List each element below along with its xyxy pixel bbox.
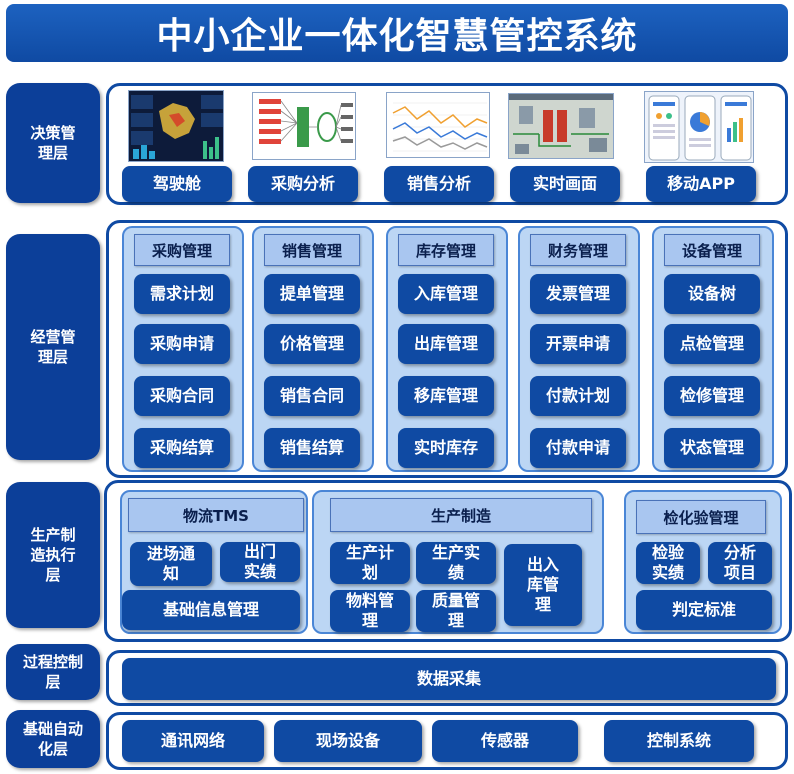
realtime-screen-button[interactable]: 实时画面 [510, 166, 620, 202]
layer-label-automation: 基础自动 化层 [6, 710, 100, 768]
operation-item-button[interactable]: 采购合同 [134, 376, 230, 416]
mobile-app-thumbnail [644, 91, 754, 163]
entry-notice-button[interactable]: 进场通 知 [130, 542, 212, 586]
operation-column-title: 库存管理 [398, 234, 494, 266]
operation-item-button[interactable]: 价格管理 [264, 324, 360, 364]
operation-item-button[interactable]: 设备树 [664, 274, 760, 314]
operation-column-title: 设备管理 [664, 234, 760, 266]
operation-column-title: 财务管理 [530, 234, 626, 266]
operation-item-button[interactable]: 出库管理 [398, 324, 494, 364]
cockpit-dashboard-icon [131, 95, 223, 159]
layer-label-operation: 经营管 理层 [6, 234, 100, 460]
realtime-screen-thumbnail [508, 93, 614, 159]
operation-column-title: 销售管理 [264, 234, 360, 266]
inspection-title: 检化验管理 [636, 500, 766, 534]
judgement-standard-button[interactable]: 判定标准 [636, 590, 772, 630]
field-device-button[interactable]: 现场设备 [274, 720, 422, 762]
material-management-button[interactable]: 物料管 理 [330, 590, 410, 632]
inout-warehouse-button[interactable]: 出入 库管 理 [504, 544, 582, 626]
layer-label-process: 过程控制 层 [6, 644, 100, 700]
operation-item-button[interactable]: 状态管理 [664, 428, 760, 468]
line-chart-icon [392, 102, 488, 152]
operation-item-button[interactable]: 发票管理 [530, 274, 626, 314]
mobile-phone-icon [648, 95, 752, 161]
purchase-analysis-button[interactable]: 采购分析 [248, 166, 358, 202]
sales-analysis-thumbnail [386, 92, 490, 158]
operation-item-button[interactable]: 付款申请 [530, 428, 626, 468]
sensor-button[interactable]: 传感器 [432, 720, 578, 762]
quality-management-button[interactable]: 质量管 理 [416, 590, 496, 632]
operation-item-button[interactable]: 点检管理 [664, 324, 760, 364]
data-collection-button[interactable]: 数据采集 [122, 658, 776, 700]
sales-analysis-button[interactable]: 销售分析 [384, 166, 494, 202]
operation-item-button[interactable]: 销售结算 [264, 428, 360, 468]
production-plan-button[interactable]: 生产计 划 [330, 542, 410, 584]
operation-column-title: 采购管理 [134, 234, 230, 266]
exit-actual-button[interactable]: 出门 实绩 [220, 542, 300, 582]
operation-item-button[interactable]: 采购结算 [134, 428, 230, 468]
operation-item-button[interactable]: 采购申请 [134, 324, 230, 364]
layer-label-decision: 决策管 理层 [6, 83, 100, 203]
cockpit-thumbnail [128, 90, 224, 162]
operation-item-button[interactable]: 需求计划 [134, 274, 230, 314]
communication-network-button[interactable]: 通讯网络 [122, 720, 264, 762]
operation-item-button[interactable]: 实时库存 [398, 428, 494, 468]
flowchart-icon [259, 99, 353, 147]
operation-item-button[interactable]: 移库管理 [398, 376, 494, 416]
cockpit-button[interactable]: 驾驶舱 [122, 166, 232, 202]
page-title: 中小企业一体化智慧管控系统 [6, 4, 788, 62]
mobile-app-button[interactable]: 移动APP [646, 166, 756, 202]
analysis-item-button[interactable]: 分析 项目 [708, 542, 772, 584]
operation-item-button[interactable]: 付款计划 [530, 376, 626, 416]
inspection-result-button[interactable]: 检验 实绩 [636, 542, 700, 584]
scada-icon [509, 94, 613, 154]
production-title: 生产制造 [330, 498, 592, 532]
control-system-button[interactable]: 控制系统 [604, 720, 754, 762]
operation-item-button[interactable]: 开票申请 [530, 324, 626, 364]
operation-item-button[interactable]: 销售合同 [264, 376, 360, 416]
logistics-title: 物流TMS [128, 498, 304, 532]
production-actual-button[interactable]: 生产实 绩 [416, 542, 496, 584]
operation-item-button[interactable]: 提单管理 [264, 274, 360, 314]
basic-info-button[interactable]: 基础信息管理 [122, 590, 300, 630]
layer-label-mes: 生产制 造执行 层 [6, 482, 100, 628]
operation-item-button[interactable]: 检修管理 [664, 376, 760, 416]
operation-item-button[interactable]: 入库管理 [398, 274, 494, 314]
purchase-analysis-thumbnail [252, 92, 356, 160]
